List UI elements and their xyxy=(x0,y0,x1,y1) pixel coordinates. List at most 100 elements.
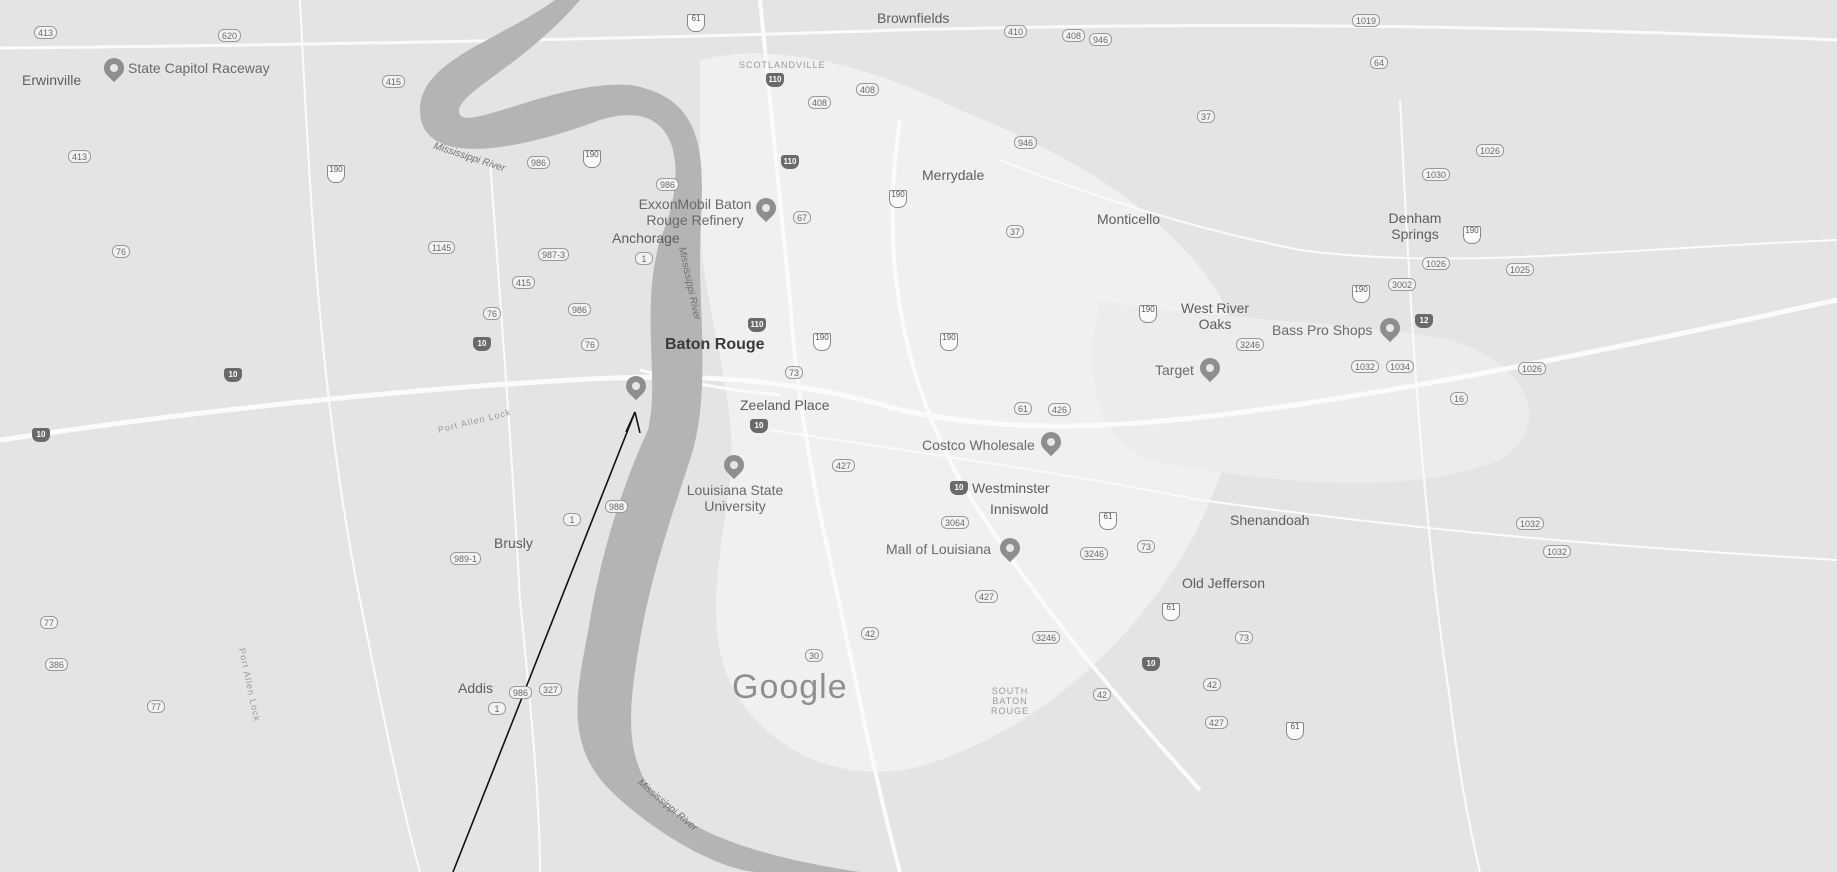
road-shield: 427 xyxy=(832,459,856,472)
us-route-shield: 190 xyxy=(1352,285,1370,303)
interstate-shield: 10 xyxy=(473,337,491,351)
road-shield: 61 xyxy=(1014,402,1033,415)
place-label[interactable]: Monticello xyxy=(1097,211,1161,227)
road-shield: 3246 xyxy=(1080,547,1109,560)
poi-label[interactable]: Bass Pro Shops xyxy=(1272,322,1373,338)
urban-area xyxy=(700,53,1239,772)
place-label[interactable]: West River Oaks xyxy=(1180,300,1250,332)
road-shield: 42 xyxy=(1093,688,1112,701)
poi-label[interactable]: Louisiana State University xyxy=(686,482,784,514)
interstate-shield: 10 xyxy=(750,419,768,433)
road-shield: 67 xyxy=(793,211,812,224)
road-shield: 946 xyxy=(1014,136,1038,149)
road-shield: 1 xyxy=(563,513,581,526)
interstate-shield: 12 xyxy=(1415,314,1433,328)
interstate-shield: 110 xyxy=(781,155,799,169)
road-shield: 3246 xyxy=(1236,338,1265,351)
road-shield: 77 xyxy=(147,700,166,713)
road-shield: 1145 xyxy=(428,241,456,254)
interstate-shield: 110 xyxy=(748,318,766,332)
us-route-shield: 61 xyxy=(1162,603,1180,621)
road-shield: 408 xyxy=(1062,29,1086,42)
poi-label[interactable]: Costco Wholesale xyxy=(922,437,1035,453)
road-shield: 73 xyxy=(785,366,804,379)
road-shield: 64 xyxy=(1370,56,1389,69)
place-label[interactable]: Merrydale xyxy=(922,167,985,183)
road-shield: 77 xyxy=(40,616,59,629)
interstate-shield: 10 xyxy=(1142,657,1160,671)
us-route-shield: 190 xyxy=(889,190,907,208)
place-label[interactable]: Anchorage xyxy=(612,230,680,246)
road-shield: 1019 xyxy=(1352,14,1381,27)
road-shield: 3002 xyxy=(1388,278,1417,291)
place-label[interactable]: Addis xyxy=(458,680,494,696)
road-shield: 987-3 xyxy=(538,248,570,261)
us-route-shield: 190 xyxy=(327,165,345,183)
poi-label[interactable]: ExxonMobil Baton Rouge Refinery xyxy=(638,196,752,228)
road-shield: 413 xyxy=(34,26,58,39)
road-shield: 37 xyxy=(1006,225,1025,238)
place-label[interactable]: Old Jefferson xyxy=(1182,575,1266,591)
road-shield: 76 xyxy=(483,307,502,320)
road-shield: 1034 xyxy=(1386,360,1415,373)
place-label[interactable]: SCOTLANDVILLE xyxy=(739,60,826,70)
road-shield: 1 xyxy=(488,702,506,715)
road-shield: 1032 xyxy=(1516,517,1545,530)
road-shield: 410 xyxy=(1004,25,1028,38)
place-label[interactable]: Brusly xyxy=(494,535,533,551)
road-shield: 73 xyxy=(1235,631,1254,644)
mississippi-river xyxy=(420,0,860,872)
city-label[interactable]: Baton Rouge xyxy=(665,336,765,353)
poi-label[interactable]: Target xyxy=(1155,362,1194,378)
road-shield: 427 xyxy=(1205,716,1229,729)
interstate-shield: 10 xyxy=(950,481,968,495)
road-shield: 1026 xyxy=(1422,257,1451,270)
place-label[interactable]: Shenandoah xyxy=(1230,512,1310,528)
interstate-shield: 110 xyxy=(766,73,784,87)
road-shield: 42 xyxy=(861,627,880,640)
road-shield: 415 xyxy=(382,75,406,88)
poi-label[interactable]: Mall of Louisiana xyxy=(886,541,992,557)
us-route-shield: 190 xyxy=(1139,305,1157,323)
road-shield: 427 xyxy=(975,590,999,603)
road-shield: 408 xyxy=(808,96,832,109)
annotation-arrow xyxy=(452,411,641,872)
us-route-shield: 61 xyxy=(1099,512,1117,530)
road-shield: 30 xyxy=(805,649,824,662)
place-label[interactable]: Erwinville xyxy=(22,72,82,88)
road-shield: 76 xyxy=(581,338,600,351)
road-shield: 16 xyxy=(1450,392,1469,405)
road-shield: 1032 xyxy=(1351,360,1380,373)
poi-label[interactable]: State Capitol Raceway xyxy=(128,60,270,76)
road-shield: 988 xyxy=(605,500,629,513)
road-shield: 989-1 xyxy=(450,552,482,565)
us-route-shield: 61 xyxy=(1286,722,1304,740)
road-shield: 986 xyxy=(509,686,533,699)
road-shield: 1026 xyxy=(1518,362,1547,375)
us-route-shield: 190 xyxy=(940,333,958,351)
us-route-shield: 61 xyxy=(687,14,705,32)
interstate-shield: 10 xyxy=(32,428,50,442)
road-shield: 73 xyxy=(1137,540,1156,553)
road-shield: 1026 xyxy=(1476,144,1505,157)
road-shield: 386 xyxy=(45,658,69,671)
place-label[interactable]: SOUTH BATON ROUGE xyxy=(990,686,1029,716)
road-shield: 1030 xyxy=(1422,168,1451,181)
place-label[interactable]: Westminster xyxy=(972,480,1050,496)
road-shield: 42 xyxy=(1203,678,1222,691)
road-shield: 413 xyxy=(68,150,92,163)
us-route-shield: 190 xyxy=(813,333,831,351)
road-shield: 986 xyxy=(568,303,592,316)
road-shield: 986 xyxy=(656,178,680,191)
road-shield: 408 xyxy=(856,83,880,96)
us-route-shield: 190 xyxy=(1463,226,1481,244)
road-shield: 426 xyxy=(1048,403,1072,416)
place-label[interactable]: Zeeland Place xyxy=(740,397,830,413)
place-label[interactable]: Inniswold xyxy=(990,501,1049,517)
google-logo: Google xyxy=(732,668,848,706)
place-label[interactable]: Brownfields xyxy=(877,10,950,26)
interstate-shield: 10 xyxy=(224,368,242,382)
place-label[interactable]: Denham Springs xyxy=(1388,210,1442,242)
